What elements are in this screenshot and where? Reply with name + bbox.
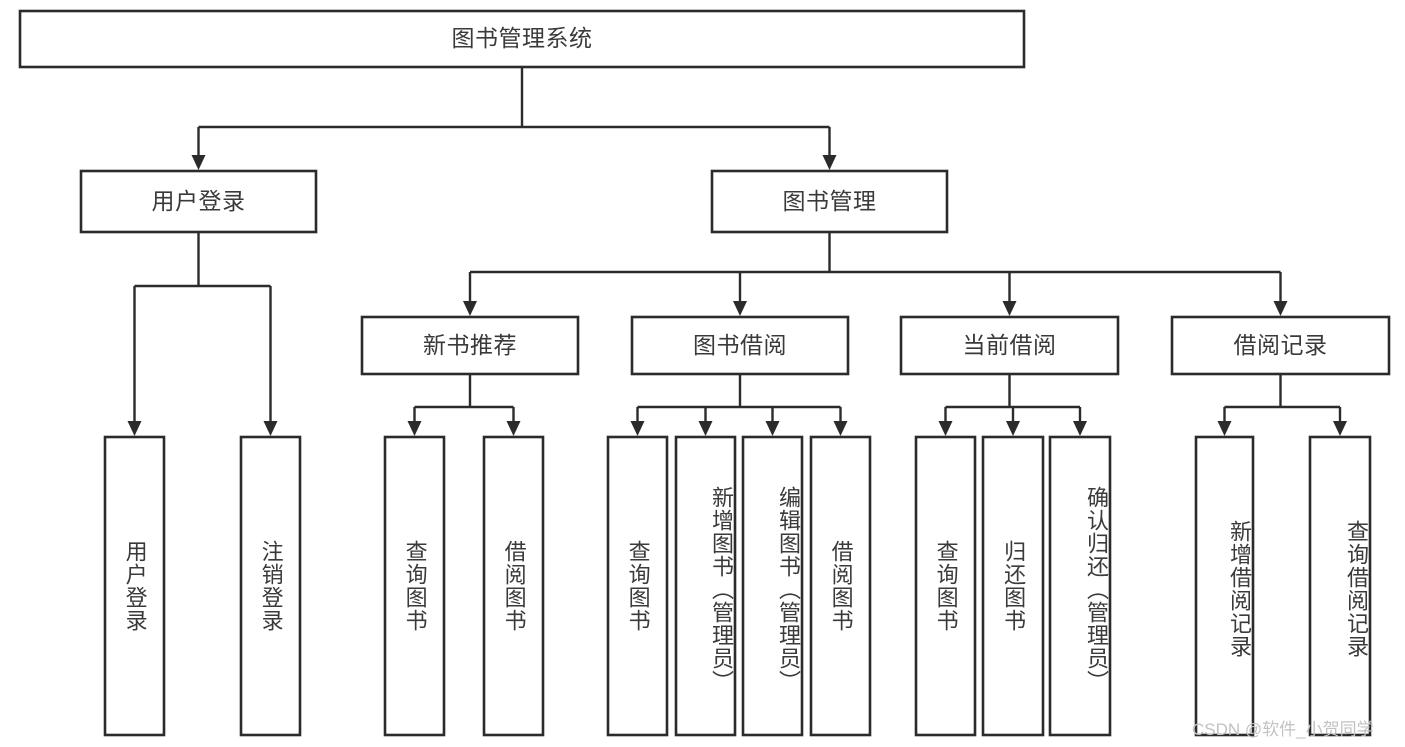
edge-arrowhead (407, 421, 422, 436)
node-box-leaf-borrow-2[interactable] (674, 435, 737, 737)
edge-arrowhead (506, 421, 521, 436)
node-box-leaf-new-1[interactable] (383, 435, 446, 737)
edge-arrowhead (630, 421, 645, 436)
edge-arrowhead (765, 421, 780, 436)
node-box-leaf-cur-2[interactable] (981, 435, 1045, 737)
node-box-current[interactable] (899, 315, 1120, 376)
node-box-leaf-rec-2[interactable] (1308, 435, 1372, 737)
edges-layer (127, 67, 1347, 436)
node-box-leaf-cur-3[interactable] (1048, 435, 1112, 737)
node-box-bookmgmt[interactable] (710, 169, 949, 234)
edge-arrowhead (1217, 421, 1232, 436)
edge-arrowhead (263, 421, 278, 436)
node-box-leaf-borrow-3[interactable] (741, 435, 804, 737)
edge-arrowhead (822, 155, 837, 170)
node-box-root[interactable] (18, 9, 1026, 69)
edge-arrowhead (1006, 421, 1020, 436)
node-box-borrow[interactable] (630, 315, 850, 376)
node-box-leaf-new-2[interactable] (482, 435, 545, 737)
node-box-newbook[interactable] (360, 315, 580, 376)
edge-arrowhead (191, 155, 206, 170)
node-box-leaf-cur-1[interactable] (914, 435, 977, 737)
node-box-leaf-borrow-1[interactable] (606, 435, 669, 737)
edge-arrowhead (733, 301, 747, 316)
node-box-records[interactable] (1170, 315, 1391, 376)
node-box-leaf-login-1[interactable] (103, 435, 166, 737)
node-box-leaf-login-2[interactable] (239, 435, 302, 737)
boxes-layer (18, 9, 1391, 737)
edge-arrowhead (833, 421, 848, 436)
edge-arrowhead (1073, 421, 1087, 436)
edge-arrowhead (463, 301, 477, 316)
edge-arrowhead (938, 421, 953, 436)
edge-arrowhead (698, 421, 713, 436)
edge-arrowhead (1002, 301, 1017, 316)
edge-arrowhead (1273, 301, 1288, 316)
edge-arrowhead (127, 421, 142, 436)
node-box-login[interactable] (79, 169, 318, 234)
node-box-leaf-borrow-4[interactable] (809, 435, 872, 737)
node-box-leaf-rec-1[interactable] (1194, 435, 1255, 737)
edge-arrowhead (1333, 421, 1347, 436)
